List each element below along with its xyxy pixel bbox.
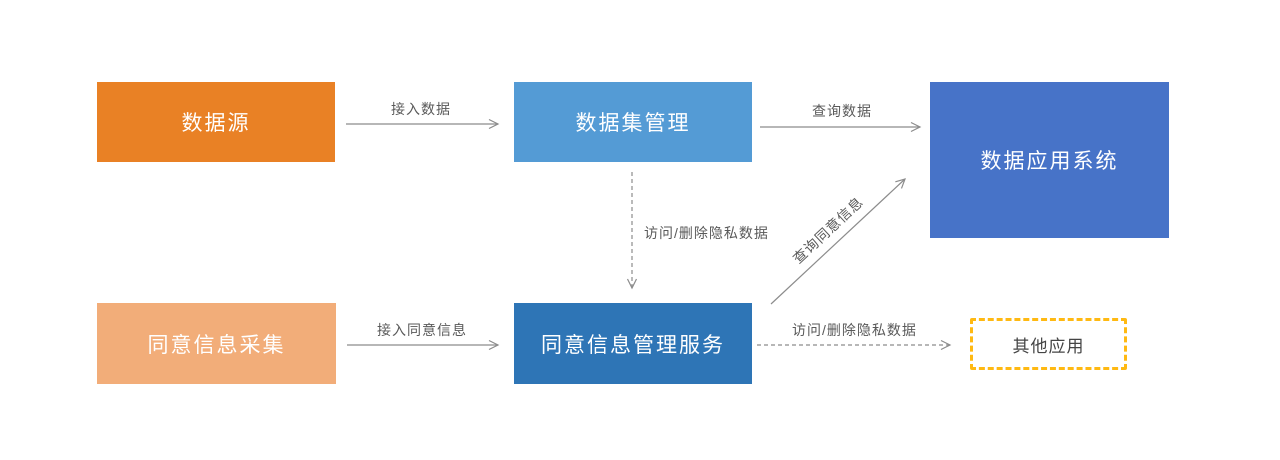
node-other-app: 其他应用 [970, 318, 1127, 370]
node-dataset-management: 数据集管理 [514, 82, 752, 162]
edge-query-data-label: 查询数据 [812, 103, 872, 119]
edge-access-delete-private-vertical-label: 访问/删除隐私数据 [644, 225, 769, 241]
node-consent-service: 同意信息管理服务 [514, 303, 752, 384]
node-data-source-label: 数据源 [181, 112, 251, 135]
edge-access-delete-private-horizontal-label: 访问/删除隐私数据 [792, 322, 917, 338]
node-dataset-management-label: 数据集管理 [575, 112, 691, 135]
node-consent-service-label: 同意信息管理服务 [541, 333, 725, 357]
edge-query-consent-arrow [770, 178, 906, 305]
node-consent-collection: 同意信息采集 [97, 303, 336, 384]
node-consent-collection-label: 同意信息采集 [147, 333, 286, 357]
node-data-application: 数据应用系统 [930, 82, 1169, 238]
node-data-source: 数据源 [97, 82, 335, 162]
edge-access-data-label: 接入数据 [391, 101, 451, 117]
node-data-application-label: 数据应用系统 [980, 150, 1119, 173]
edge-access-consent-label: 接入同意信息 [377, 322, 467, 338]
node-other-app-label: 其他应用 [1012, 336, 1085, 356]
edge-query-consent-label: 查询同意信息 [789, 193, 867, 267]
